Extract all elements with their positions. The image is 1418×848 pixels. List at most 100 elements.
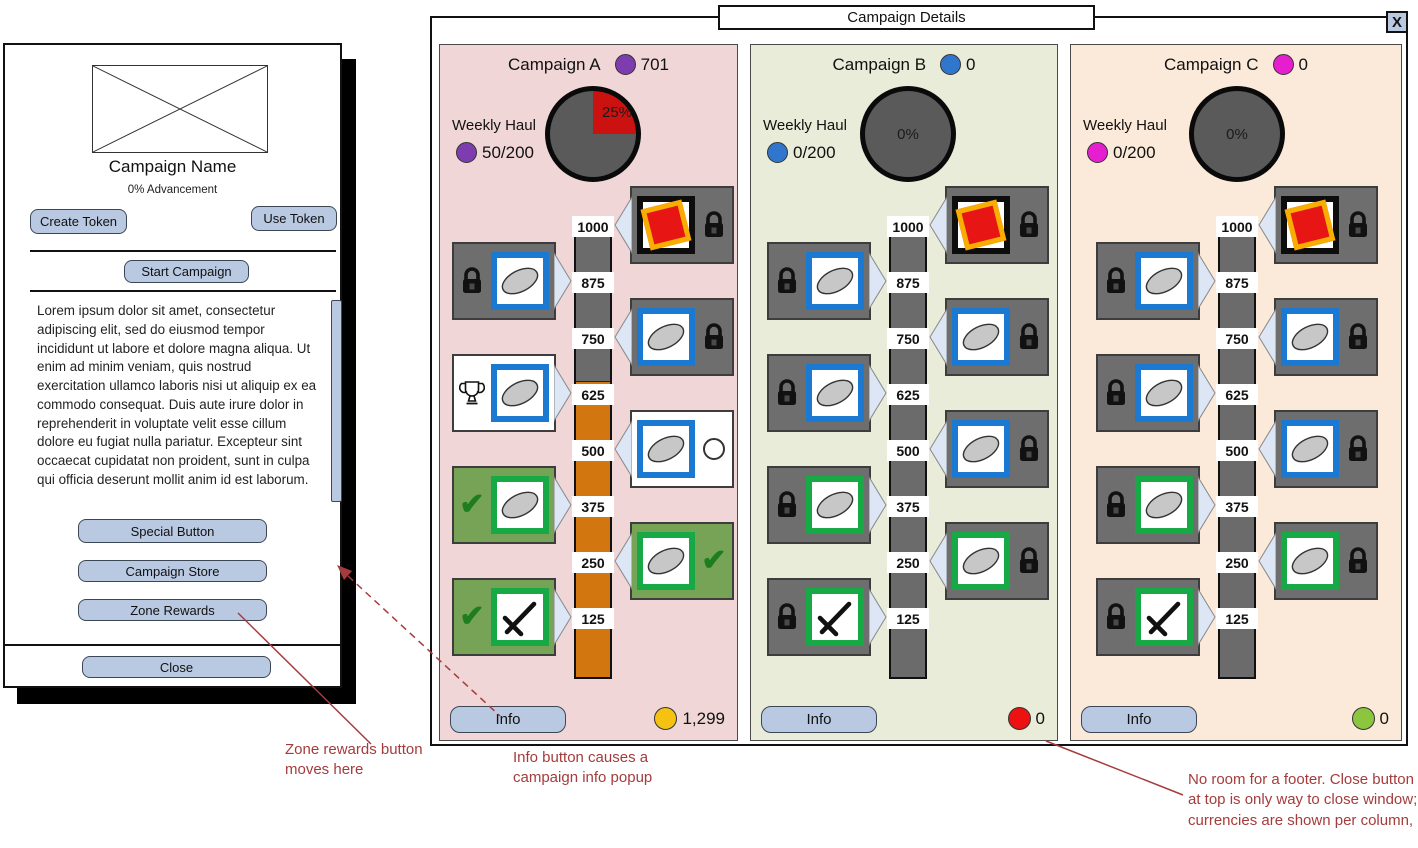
reward-card-875[interactable] [452,242,572,320]
reward-icon-frame [491,476,549,534]
special-reward-icon [640,199,692,251]
reward-icon-frame [806,588,864,646]
reward-card-500[interactable] [1258,410,1378,488]
reward-ellipse-icon [647,435,685,463]
currency-value: 0/200 [793,142,836,162]
reward-icon-frame [1281,532,1339,590]
info-button-a[interactable]: Info [450,706,566,733]
tier-value-label: 375 [1216,496,1258,517]
reward-state-badge [459,267,485,295]
use-token-button[interactable]: Use Token [251,206,337,231]
reward-ellipse-icon [962,435,1000,463]
reward-ellipse-icon [647,547,685,575]
card-pointer-icon [554,476,572,534]
reward-card-1000[interactable] [929,186,1049,264]
reward-icon-frame [1281,196,1339,254]
special-reward-icon [1284,199,1336,251]
lock-icon [1349,547,1367,573]
card-pointer-icon [1258,420,1276,478]
reward-card-375[interactable] [767,466,887,544]
reward-card-500[interactable] [614,410,734,488]
reward-card-750[interactable] [1258,298,1378,376]
window-close-button[interactable]: X [1386,11,1408,33]
card-pointer-icon [1258,308,1276,366]
card-pointer-icon [1258,196,1276,254]
reward-card-1000[interactable] [1258,186,1378,264]
description-scrollbar[interactable] [331,300,342,502]
empty-circle-icon [703,438,725,460]
reward-icon-frame [1135,252,1193,310]
reward-card-250[interactable] [929,522,1049,600]
reward-card-1000[interactable] [614,186,734,264]
pie-percent-label: 25% [602,104,633,121]
lock-icon [1107,379,1125,405]
lock-icon [1020,323,1038,349]
reward-state-badge: ✔ [459,602,485,632]
image-placeholder [92,65,268,153]
info-button-b[interactable]: Info [761,706,877,733]
reward-state-badge [701,323,727,351]
tier-value-label: 500 [887,440,929,461]
lock-icon [1107,491,1125,517]
reward-card-625[interactable] [452,354,572,432]
campaign-description: Lorem ipsum dolor sit amet, consectetur … [37,303,317,487]
currency-value: 0 [1035,708,1045,728]
reward-icon-frame [637,532,695,590]
reward-card-750[interactable] [614,298,734,376]
placeholder-x-icon [92,65,268,153]
create-token-button[interactable]: Create Token [30,209,127,234]
close-button[interactable]: Close [82,656,271,678]
reward-card-250[interactable]: ✔ [614,522,734,600]
card-pointer-icon [1198,252,1216,310]
reward-ellipse-icon [1291,547,1329,575]
reward-icon-frame [806,476,864,534]
reward-card-875[interactable] [767,242,887,320]
reward-card-750[interactable] [929,298,1049,376]
special-button[interactable]: Special Button [78,519,267,543]
weekly-haul-chip: 0/200 [1087,142,1156,163]
reward-icon-frame [952,532,1010,590]
reward-card-875[interactable] [1096,242,1216,320]
reward-card-375[interactable] [1096,466,1216,544]
reward-card-250[interactable] [1258,522,1378,600]
campaign-title: Campaign C [1164,54,1259,74]
lock-icon [1349,323,1367,349]
zone-rewards-button[interactable]: Zone Rewards [78,599,267,621]
tier-value-label: 625 [572,384,614,405]
card-pointer-icon [929,196,947,254]
card-pointer-icon [1198,364,1216,422]
divider [5,644,340,646]
currency-dot-icon [1351,707,1375,730]
special-reward-icon [955,199,1007,251]
reward-card-500[interactable] [929,410,1049,488]
info-button-c[interactable]: Info [1081,706,1197,733]
reward-state-badge [774,491,800,519]
reward-icon-frame [491,588,549,646]
reward-state-badge [1345,435,1371,463]
tier-value-label: 750 [572,328,614,349]
reward-card-375[interactable]: ✔ [452,466,572,544]
reward-ellipse-icon [962,547,1000,575]
reward-icon-frame [952,196,1010,254]
reward-icon-frame [1135,476,1193,534]
reward-card-625[interactable] [767,354,887,432]
reward-ellipse-icon [1291,435,1329,463]
weekly-haul-label: Weekly Haul [763,117,847,134]
card-pointer-icon [929,308,947,366]
weekly-haul-pie: 0% [1189,86,1285,182]
reward-icon-frame [806,252,864,310]
reward-card-125[interactable]: ✔ [452,578,572,656]
weekly-haul-pie: 0% [860,86,956,182]
start-campaign-button[interactable]: Start Campaign [124,260,249,283]
reward-card-625[interactable] [1096,354,1216,432]
campaign-store-button[interactable]: Campaign Store [78,560,267,582]
reward-ellipse-icon [1145,379,1183,407]
reward-card-125[interactable] [767,578,887,656]
weekly-haul-pie: 25% [545,86,641,182]
currency-value: 50/200 [482,142,534,162]
reward-card-125[interactable] [1096,578,1216,656]
reward-ellipse-icon [816,491,854,519]
annotation-line-footer [1045,740,1184,796]
weekly-haul-chip: 50/200 [456,142,534,163]
